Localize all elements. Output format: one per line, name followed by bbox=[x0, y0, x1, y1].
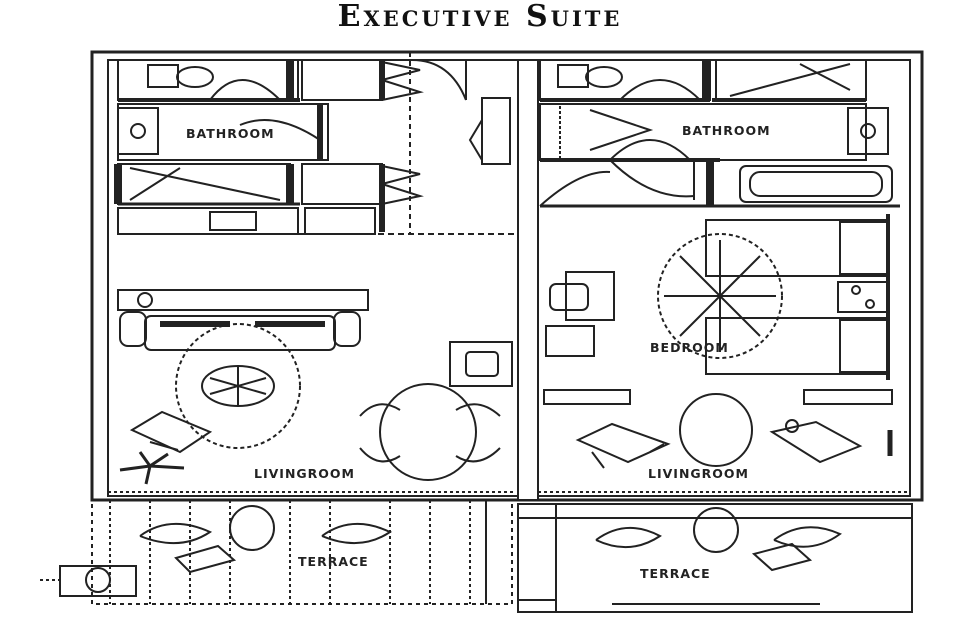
label-terrace-left: TERRACE bbox=[298, 554, 369, 569]
outer-wall bbox=[90, 50, 924, 502]
left-unit-wall bbox=[107, 59, 519, 497]
left-entry-door bbox=[411, 59, 467, 101]
left-toilet-bowl bbox=[176, 66, 214, 88]
left-closet-top bbox=[301, 59, 383, 101]
label-livingroom-left: LIVINGROOM bbox=[254, 466, 355, 481]
label-livingroom-right: LIVINGROOM bbox=[648, 466, 749, 481]
right-entry-door bbox=[539, 170, 611, 207]
right-desk bbox=[565, 271, 615, 321]
left-toilet bbox=[147, 64, 179, 88]
left-sink bbox=[117, 107, 159, 155]
plan-title: Executive Suite bbox=[337, 0, 623, 34]
right-bathtub bbox=[739, 165, 893, 203]
left-tv-cabinet bbox=[449, 341, 513, 387]
left-armchair bbox=[129, 410, 213, 454]
right-armchair-left bbox=[575, 422, 671, 464]
left-terrace bbox=[91, 499, 513, 605]
unit-divider-wall bbox=[517, 59, 539, 501]
right-armchair-right bbox=[769, 420, 863, 464]
right-ceiling-fan bbox=[657, 233, 783, 359]
left-round-rug bbox=[175, 323, 301, 449]
left-door-swing bbox=[209, 79, 281, 101]
label-terrace-right: TERRACE bbox=[640, 566, 711, 581]
left-closet-bottom bbox=[301, 163, 383, 205]
right-side-table bbox=[543, 389, 631, 405]
label-bathroom-right: BATHROOM bbox=[682, 123, 771, 138]
left-plant bbox=[119, 451, 185, 485]
label-bedroom: BEDROOM bbox=[650, 340, 729, 355]
left-dining-table bbox=[379, 383, 477, 481]
label-bathroom-left: BATHROOM bbox=[186, 126, 275, 141]
right-coffee-table bbox=[679, 393, 753, 467]
left-vanity bbox=[117, 207, 299, 235]
right-bed-bottom bbox=[705, 317, 889, 375]
left-wc-room bbox=[117, 59, 299, 101]
right-terrace bbox=[555, 503, 913, 613]
right-bed-top bbox=[705, 219, 889, 277]
left-wardrobe bbox=[481, 97, 511, 165]
right-sink bbox=[847, 107, 889, 155]
left-bed-headboard bbox=[117, 289, 369, 311]
